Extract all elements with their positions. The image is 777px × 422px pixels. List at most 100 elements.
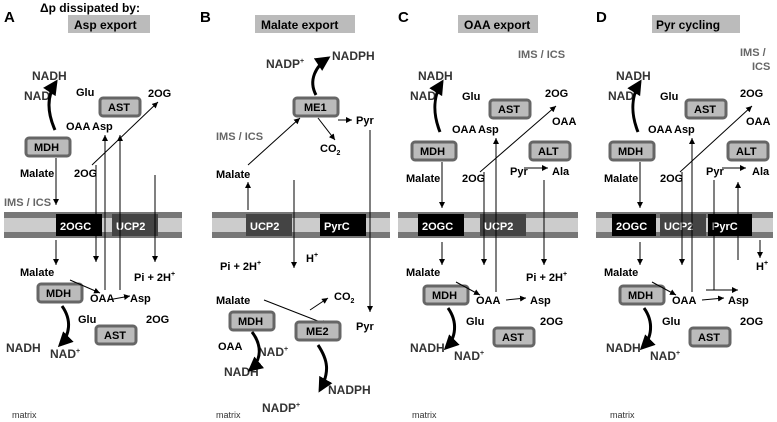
nadh-label-d: NADH <box>616 69 651 83</box>
panel-d-title-bg <box>652 15 740 33</box>
oaa-label-d: OAA <box>648 124 673 136</box>
panel-c-title: OAA export <box>464 18 530 32</box>
mdh-label-d: MDH <box>618 146 643 158</box>
mdh-enzyme-d <box>608 140 656 162</box>
matrix-label-d: matrix <box>610 410 635 420</box>
carrier-ucp2-b-label: UCP2 <box>250 221 279 233</box>
carrier-ucp2-b <box>246 214 292 236</box>
ast-label-c: AST <box>498 104 520 116</box>
mdh-enzyme-c <box>410 140 458 162</box>
carrier-ucp2-d-label: UCP2 <box>664 221 693 233</box>
pyr-label: Pyr <box>356 115 374 127</box>
nadh-label: NADH <box>32 69 67 83</box>
panel-c-title-bg <box>458 15 538 33</box>
matrix-mdh-enzyme-c <box>422 284 470 306</box>
panel-c: C OAA export 2OGC UCP2 IMS / ICS matrix … <box>398 9 578 420</box>
matrix-2og-label-d: 2OG <box>740 316 763 328</box>
matrix-malate-label-d: Malate <box>604 267 638 279</box>
matrix-ast-enzyme-c <box>492 326 536 348</box>
matrix-label-c: matrix <box>412 410 437 420</box>
ast-enzyme-d <box>684 98 728 120</box>
carrier-ucp2-c <box>480 214 526 236</box>
matrix-mdh-enzyme-b <box>228 310 276 332</box>
alt-enzyme-c <box>528 140 572 162</box>
panel-b: B Malate export UCP2 PyrC IMS / ICS matr… <box>200 9 390 420</box>
carrier-ucp2-c-label: UCP2 <box>484 221 513 233</box>
2og-label: 2OG <box>148 88 171 100</box>
ast-label: AST <box>108 102 130 114</box>
ims-label-b: IMS / ICS <box>216 131 263 143</box>
matrix-nadh-label-d: NADH <box>606 341 641 355</box>
nadph-arrow <box>311 56 331 96</box>
alt-label-c: ALT <box>538 146 559 158</box>
carrier-pyrc-d <box>708 214 752 236</box>
panel-d: D Pyr cycling 2OGC UCP2 PyrC IMS / ICS m… <box>596 9 773 420</box>
mdh-label: MDH <box>34 142 59 154</box>
pi-label-b: Pi + 2H+ <box>220 260 261 273</box>
2og-exchange-arrow <box>91 101 159 166</box>
matrix-label-b: matrix <box>216 410 241 420</box>
membrane-inner-b <box>212 232 390 238</box>
pyr-label-c: Pyr <box>510 166 528 178</box>
malate-label-d: Malate <box>604 173 638 185</box>
oaa-alt-label-c: OAA <box>552 116 577 128</box>
panel-a-title: Asp export <box>74 18 137 32</box>
nadp-label: NADP+ <box>266 57 304 71</box>
malate-oaa-arrow-d <box>651 281 677 296</box>
ics-label-d: ICS <box>752 61 770 73</box>
matrix-co2-label: CO2 <box>334 291 355 305</box>
carrier-2ogc-d-label: 2OGC <box>616 221 647 233</box>
me1-label: ME1 <box>304 102 327 114</box>
matrix-asp-label-d: Asp <box>728 295 749 307</box>
matrix-nadh-arrow-b <box>247 331 265 372</box>
matrix-2og-label: 2OG <box>146 314 169 326</box>
matrix-malate-label-b: Malate <box>216 295 250 307</box>
carrier-2ogc-c <box>418 214 464 236</box>
panel-letter-b: B <box>200 9 211 26</box>
carrier-pyrc-d-label: PyrC <box>712 221 738 233</box>
matrix-asp-label: Asp <box>130 293 151 305</box>
carrier-2ogc <box>56 214 102 236</box>
oaa-label-c: OAA <box>452 124 477 136</box>
matrix-ast-label: AST <box>104 330 126 342</box>
ala-label-c: Ala <box>552 166 570 178</box>
panel-b-title: Malate export <box>261 18 338 32</box>
matrix-oaa-label-b: OAA <box>218 341 243 353</box>
h-label-d: H+ <box>756 260 768 273</box>
ast-enzyme <box>98 96 142 118</box>
malate-oaa-arrow <box>69 279 101 294</box>
panel-letter-a: A <box>4 9 15 26</box>
mdh-label-c: MDH <box>420 146 445 158</box>
matrix-ast-enzyme-d <box>688 326 732 348</box>
ala-label-d: Ala <box>752 166 770 178</box>
nadh-arrow-c <box>429 79 444 133</box>
panel-letter-d: D <box>596 9 607 26</box>
matrix-mdh-enzyme-d <box>618 284 666 306</box>
co2-b-arrow <box>309 297 329 311</box>
delta-p-caption: Δp dissipated by: <box>40 1 140 15</box>
nadph-label: NADPH <box>332 49 375 63</box>
oaa-asp-arrow-c <box>505 295 527 302</box>
co2-label: CO2 <box>320 143 341 157</box>
2og-label-d: 2OG <box>740 88 763 100</box>
matrix-nad-label-c: NAD+ <box>454 349 484 363</box>
matrix-pyr-label-b: Pyr <box>356 321 374 333</box>
nadh-label-c: NADH <box>418 69 453 83</box>
matrix-nadph-label: NADPH <box>328 383 371 397</box>
asp-label-d: Asp <box>674 124 695 136</box>
matrix-ast-enzyme <box>94 324 138 346</box>
matrix-nad-label-b: NAD+ <box>258 345 288 359</box>
matrix-nadh-arrow <box>57 305 74 348</box>
ims-label: IMS / ICS <box>4 197 51 209</box>
matrix-malate-label: Malate <box>20 267 54 279</box>
malate-label: Malate <box>20 168 54 180</box>
membrane-outer-b <box>212 212 390 218</box>
malate-label-c: Malate <box>406 173 440 185</box>
matrix-nadh-arrow-d <box>639 307 656 351</box>
carrier-2ogc-label: 2OGC <box>60 221 91 233</box>
matrix-nad-label: NAD+ <box>50 347 80 361</box>
me1-enzyme <box>292 96 340 118</box>
ast-label-d: AST <box>694 104 716 116</box>
matrix-ast-label-c: AST <box>502 332 524 344</box>
matrix-glu-label: Glu <box>78 314 96 326</box>
